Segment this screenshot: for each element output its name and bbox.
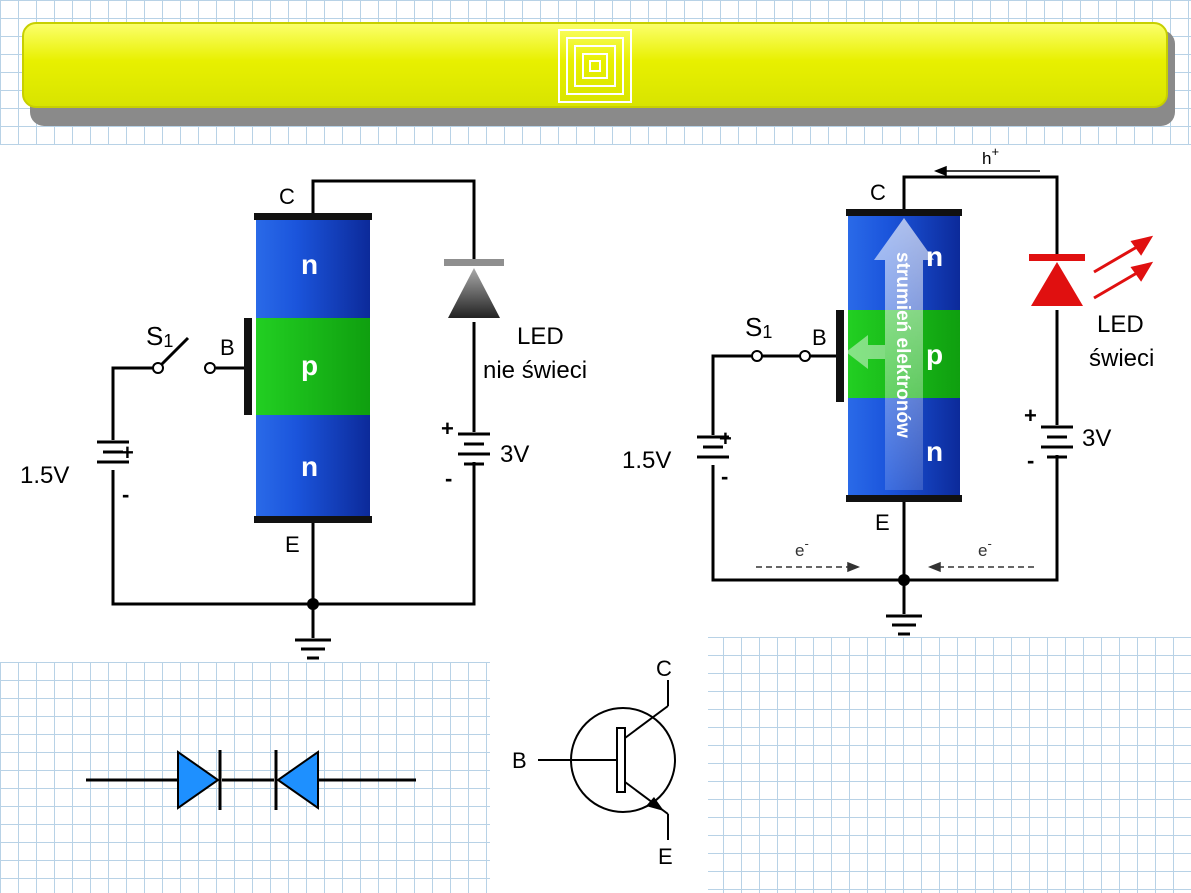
left-base-wire — [111, 366, 156, 440]
left-n-layer-top — [256, 218, 370, 318]
left-ground-icon — [295, 638, 331, 660]
left-switch-lever — [158, 336, 190, 368]
left-led-bar — [444, 259, 504, 266]
symbol-collector-label: C — [656, 656, 672, 681]
right-collector-wire — [902, 175, 1059, 255]
left-circuit — [111, 179, 476, 638]
left-p-layer — [256, 318, 370, 415]
left-switch-terminal-1 — [152, 362, 164, 374]
right-electron-arrow-left — [756, 561, 861, 573]
right-battery-1v5-label: 1.5V — [622, 447, 671, 474]
right-battery-3v-minus: - — [1027, 448, 1034, 473]
right-battery-1v5 — [697, 435, 729, 459]
right-ground-node — [898, 574, 910, 586]
symbol-base-label: B — [512, 748, 527, 773]
left-battery-1v5-label: 1.5V — [20, 462, 69, 489]
left-layer-n-bottom: n — [301, 451, 318, 482]
right-electron-arrow-right — [927, 561, 1034, 573]
diode-1-icon — [177, 750, 220, 810]
right-collector-label: C — [870, 180, 886, 205]
diode-2-icon — [276, 750, 319, 810]
right-battery-ground-wire — [711, 455, 1059, 582]
right-hole-arrow — [933, 165, 1040, 177]
left-led-off — [448, 268, 500, 318]
left-battery-3v-label: 3V — [500, 441, 529, 468]
symbol-emitter-label: E — [658, 844, 673, 869]
npn-emitter-arrow-icon — [646, 797, 664, 811]
left-collector-contact — [254, 213, 372, 220]
right-ground-icon — [886, 614, 922, 636]
symbol-panel — [490, 637, 708, 893]
left-switch-terminal-2 — [204, 362, 216, 374]
right-led-light-rays — [1093, 235, 1154, 300]
left-battery-3v-plus: + — [441, 416, 454, 441]
grid-background-bottom-right — [615, 637, 1191, 893]
left-battery-1v5-plus: + — [121, 440, 134, 465]
left-base-contact — [244, 318, 252, 415]
right-electron-label-right: e- — [978, 536, 992, 560]
left-switch-label: S1 — [146, 321, 173, 351]
right-layer-n-bottom: n — [926, 436, 943, 467]
left-battery-ground-wire — [111, 462, 476, 606]
right-collector-contact — [846, 209, 962, 216]
left-layer-n-top: n — [301, 249, 318, 280]
right-circuit — [711, 175, 1059, 614]
left-layer-p: p — [301, 350, 318, 381]
right-emitter-contact — [846, 495, 962, 502]
right-led-bar — [1029, 254, 1085, 261]
left-collector-wire — [311, 179, 476, 262]
right-hole-label: h+ — [982, 144, 999, 168]
left-n-layer-bottom — [256, 415, 370, 519]
right-battery-3v-label: 3V — [1082, 425, 1111, 452]
right-battery-3v — [1041, 425, 1073, 459]
left-battery-1v5 — [97, 440, 129, 464]
right-battery-1v5-minus: - — [721, 464, 728, 489]
back-to-back-diodes — [86, 750, 416, 810]
left-emitter-label: E — [285, 532, 300, 557]
right-layer-n-top: n — [926, 241, 943, 272]
right-electron-flow-arrow — [874, 218, 934, 490]
left-battery-3v-minus: - — [445, 466, 452, 491]
left-collector-label: C — [279, 184, 295, 209]
banner-emblem — [558, 29, 632, 103]
right-flow-text: strumień elektronów — [892, 252, 913, 438]
left-battery-1v5-minus: - — [122, 482, 129, 507]
grid-background-bottom-left — [0, 662, 490, 893]
right-switch-terminal-2 — [799, 350, 811, 362]
right-led-on — [1031, 262, 1083, 306]
right-switch-terminal-1 — [751, 350, 763, 362]
right-base-flow-arrow — [846, 335, 885, 369]
left-led-label-2: nie świeci — [483, 357, 587, 384]
right-layer-p: p — [926, 339, 943, 370]
left-ground-node — [307, 598, 319, 610]
right-led-label-1: LED — [1097, 311, 1144, 338]
left-battery-3v — [458, 432, 490, 466]
right-battery-3v-plus: + — [1024, 403, 1037, 428]
right-switch-label: S1 — [745, 312, 772, 342]
right-electron-label-left: e- — [795, 536, 809, 560]
left-base-label: B — [220, 335, 235, 360]
left-led-label-1: LED — [517, 323, 564, 350]
right-base-contact — [836, 310, 844, 402]
right-battery-1v5-plus: + — [719, 426, 732, 451]
npn-transistor-symbol — [538, 680, 676, 840]
left-emitter-contact — [254, 516, 372, 523]
right-emitter-label: E — [875, 510, 890, 535]
right-led-label-2: świeci — [1089, 345, 1154, 372]
right-base-label: B — [812, 325, 827, 350]
right-base-wire — [711, 354, 754, 435]
